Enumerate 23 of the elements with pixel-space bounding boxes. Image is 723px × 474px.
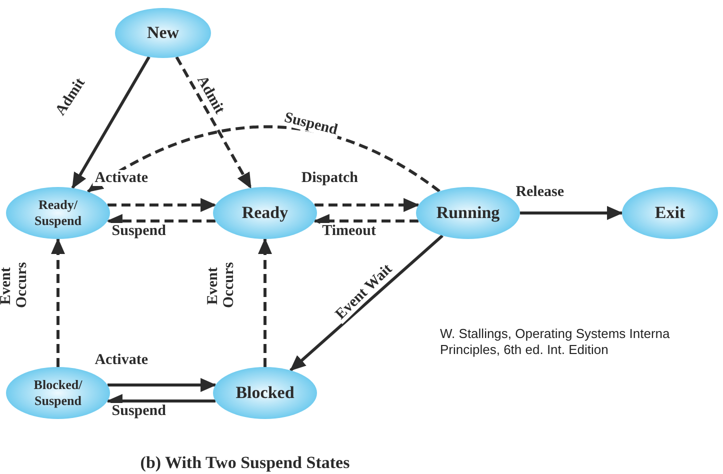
- state-name: Ready: [240, 203, 290, 223]
- state-name: Blocked/ Suspend: [32, 377, 84, 409]
- citation-note: W. Stallings, Operating Systems Interna Principles, 6th ed. Int. Edition: [440, 326, 671, 358]
- arrow: [520, 206, 623, 220]
- arrow: [51, 238, 65, 367]
- edge-label: Suspend: [110, 403, 168, 419]
- edge-label: Suspend: [110, 223, 168, 239]
- caption: (b) With Two Suspend States: [139, 452, 351, 474]
- arrow: [290, 234, 444, 372]
- state-name: Exit: [654, 203, 686, 223]
- state-name: New: [146, 23, 180, 43]
- arrow: [107, 378, 217, 392]
- arrow: [107, 198, 217, 212]
- arrow: [87, 125, 440, 193]
- arrow: [175, 56, 252, 189]
- state-name: Ready/ Suspend: [34, 197, 82, 229]
- arrow: [71, 56, 150, 189]
- arrow: [258, 238, 272, 367]
- edge-label: Activate: [92, 170, 150, 186]
- state-name: Running: [435, 203, 501, 223]
- state-name: Blocked: [234, 383, 296, 403]
- edge-label: Dispatch: [299, 170, 360, 186]
- arrow: [314, 198, 420, 212]
